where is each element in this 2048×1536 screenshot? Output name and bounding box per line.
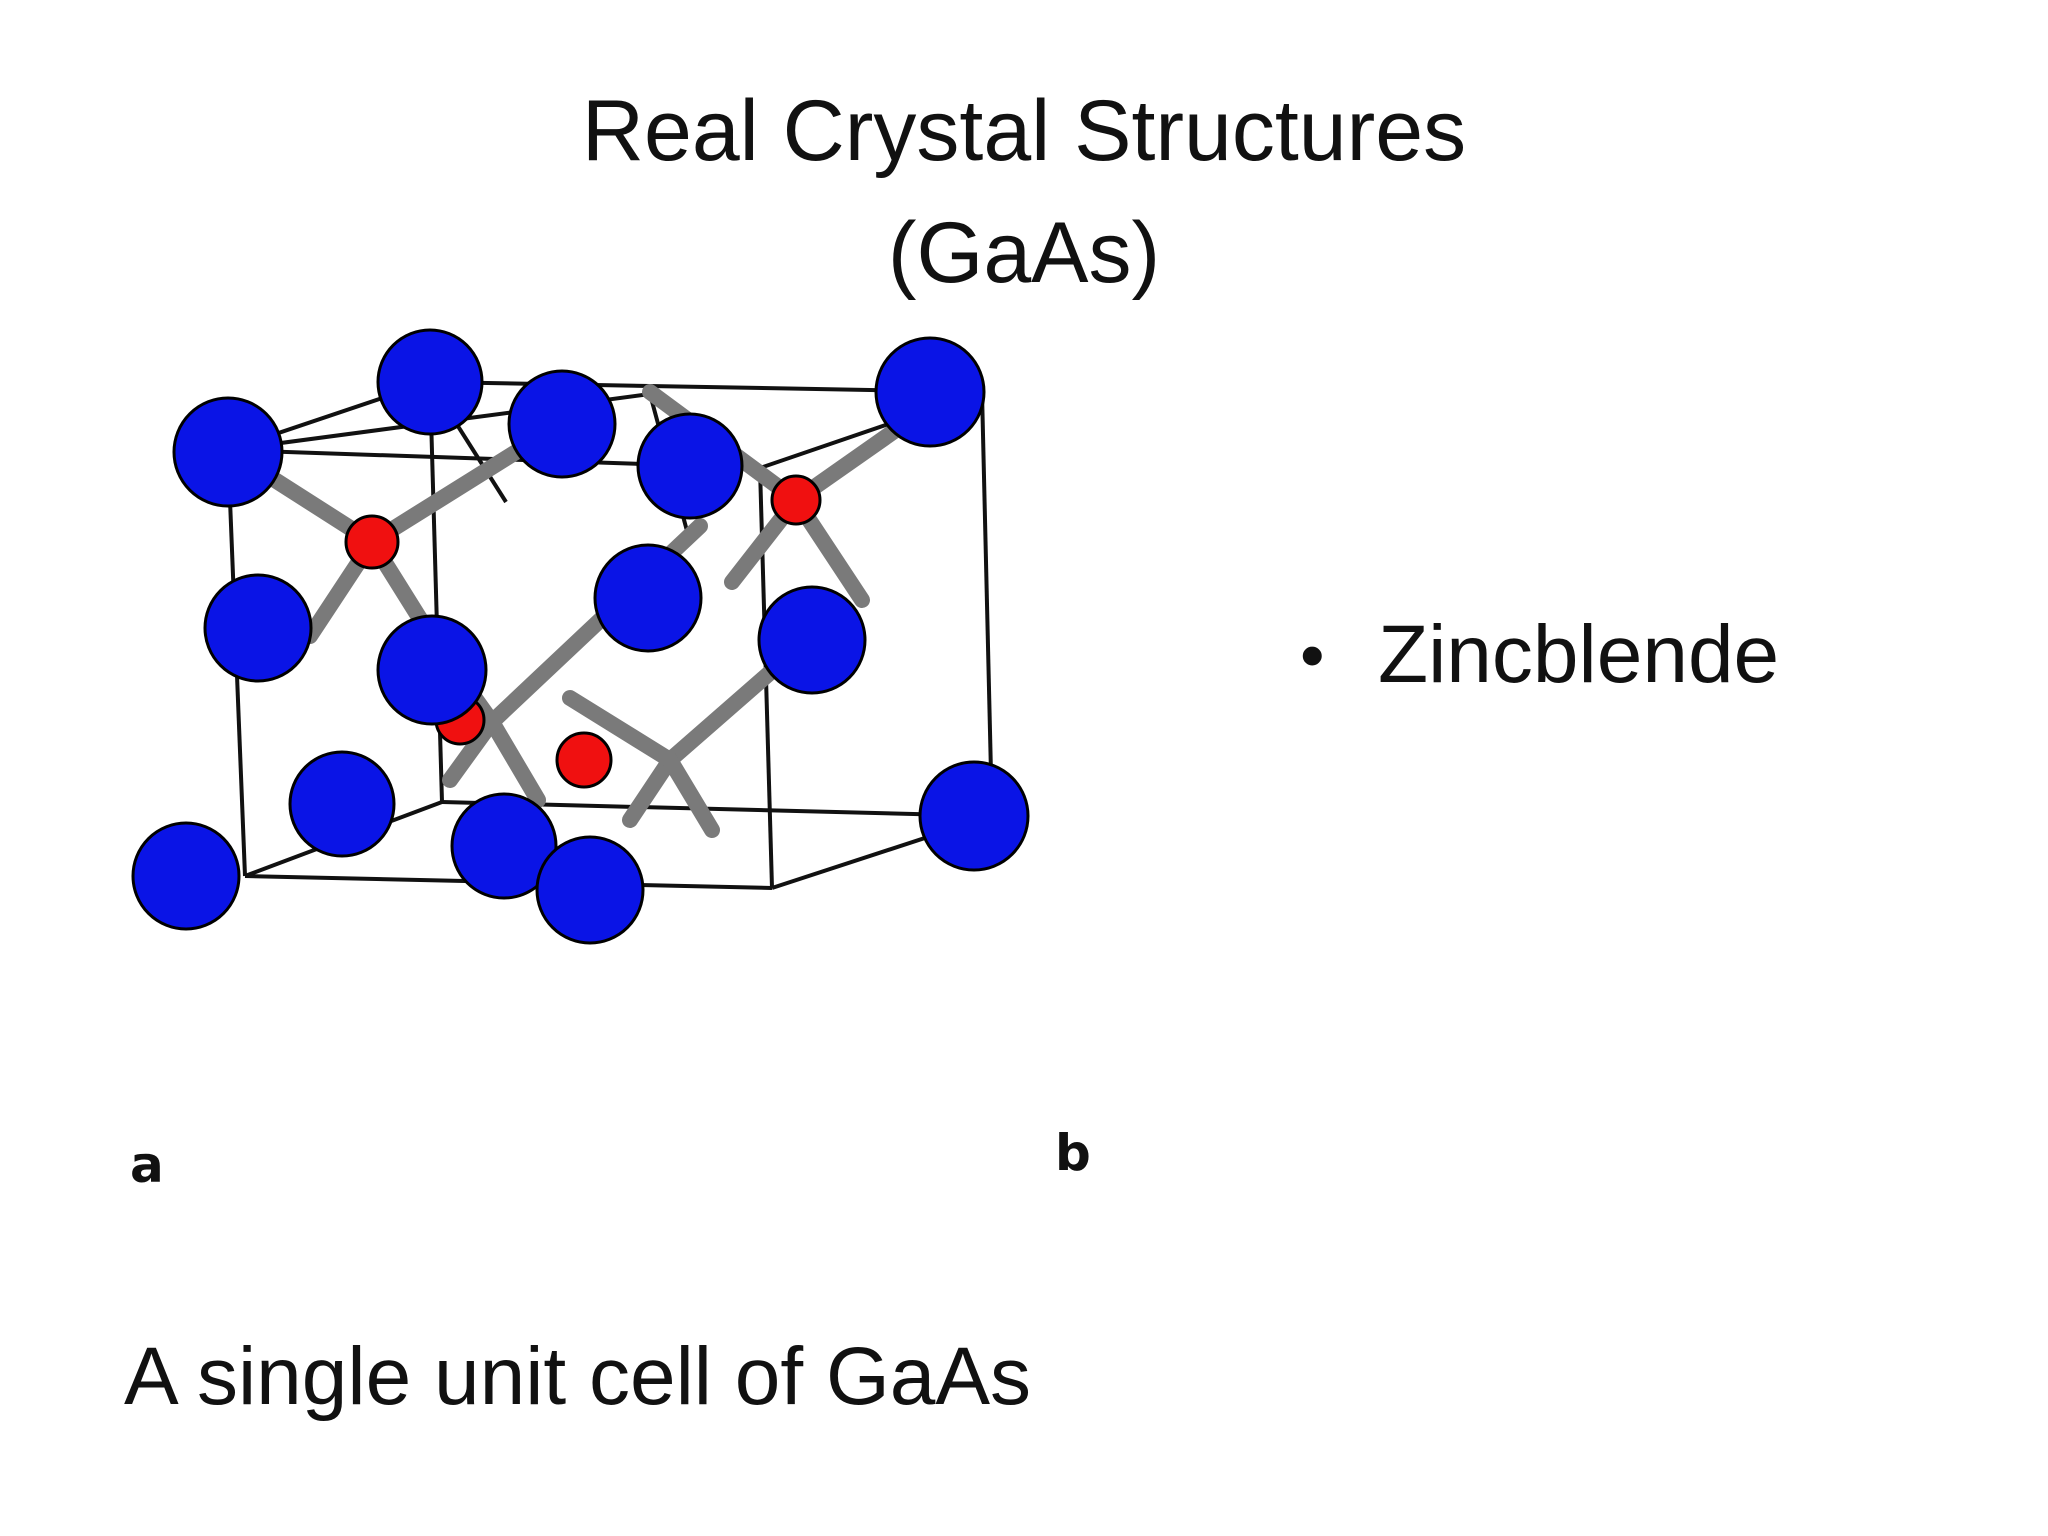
arsenic-atom (918, 760, 1030, 872)
slide-title-line-1: Real Crystal Structures (581, 83, 1467, 179)
axis-label-a: a (130, 1136, 164, 1194)
bond (662, 752, 720, 838)
gallium-atom (770, 474, 822, 526)
arsenic-atom (203, 573, 313, 683)
figure-caption: A single unit cell of GaAs (124, 1331, 1032, 1422)
arsenic-atom (757, 585, 867, 695)
arsenic-atom (874, 336, 986, 448)
slide-title-line-2: (GaAs) (887, 205, 1161, 301)
bullet-item: • Zincblende (1300, 600, 1779, 710)
arsenic-atom (450, 792, 558, 900)
arsenic-atom (376, 614, 488, 726)
bullet-list: • Zincblende (1300, 600, 1779, 710)
bond (562, 690, 678, 768)
slide-title: Real Crystal Structures (GaAs) (0, 70, 2048, 314)
axis-label-b: b (1055, 1124, 1091, 1182)
unit-cell-svg: c a b (130, 322, 1091, 1194)
arsenic-atom (636, 412, 744, 520)
arsenic-atom (131, 821, 241, 931)
atoms (131, 328, 1030, 945)
arsenic-atom (507, 369, 617, 479)
bond (442, 714, 500, 788)
cell-edge (980, 391, 994, 817)
bond (622, 752, 678, 828)
gallium-atom (555, 731, 613, 789)
gaas-unit-cell-diagram: c a b (110, 320, 1130, 1270)
arsenic-atom (593, 543, 703, 653)
arsenic-atom (535, 835, 645, 945)
arsenic-atom (288, 750, 396, 858)
bond (484, 714, 546, 808)
arsenic-atom (376, 328, 484, 436)
cell-edge (428, 381, 444, 803)
gallium-atom (344, 514, 400, 570)
bullet-text: Zincblende (1378, 609, 1780, 700)
bullet-dot: • (1300, 616, 1325, 694)
arsenic-atom (172, 396, 284, 508)
